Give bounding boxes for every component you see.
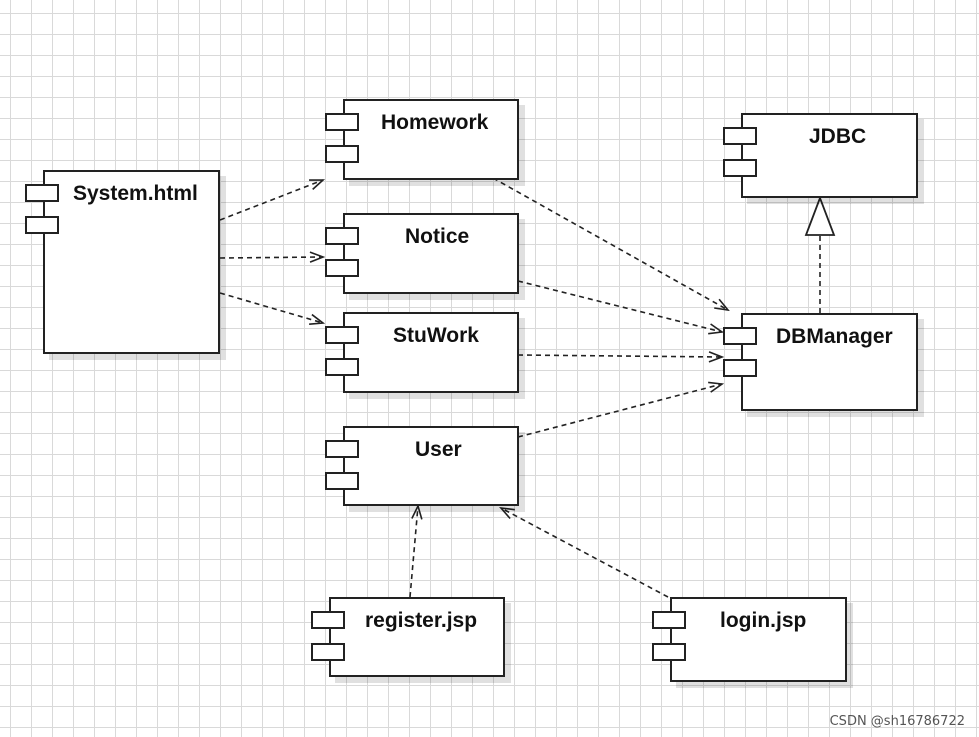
dep-login-user xyxy=(501,508,669,598)
component-stuwork[interactable]: StuWork xyxy=(325,312,519,393)
component-tab-bottom xyxy=(652,643,686,661)
component-tab-top xyxy=(325,326,359,344)
dep-user-dbmanager xyxy=(517,384,722,438)
watermark-text: CSDN @sh16786722 xyxy=(829,714,965,729)
component-tab-bottom xyxy=(325,358,359,376)
component-tab-bottom xyxy=(325,145,359,163)
component-tab-top xyxy=(325,227,359,245)
component-label: Homework xyxy=(381,111,489,134)
component-notice[interactable]: Notice xyxy=(325,213,519,294)
component-tab-top xyxy=(723,127,757,145)
component-tab-bottom xyxy=(311,643,345,661)
component-label: StuWork xyxy=(393,324,479,347)
component-label: DBManager xyxy=(776,325,893,348)
component-tab-top xyxy=(325,113,359,131)
component-tab-top xyxy=(25,184,59,202)
component-dbmanager[interactable]: DBManager xyxy=(723,313,918,411)
dep-homework-dbmanager xyxy=(492,177,728,310)
component-label: User xyxy=(415,438,462,461)
component-tab-top xyxy=(652,611,686,629)
component-label: System.html xyxy=(73,182,198,205)
component-label: Notice xyxy=(405,225,470,248)
component-jdbc[interactable]: JDBC xyxy=(723,113,918,198)
dep-system-notice xyxy=(219,257,323,258)
realization-arrowhead xyxy=(804,195,836,236)
component-tab-bottom xyxy=(325,259,359,277)
component-login-jsp[interactable]: login.jsp xyxy=(652,597,847,682)
component-tab-bottom xyxy=(723,359,757,377)
component-user[interactable]: User xyxy=(325,426,519,506)
component-register-jsp[interactable]: register.jsp xyxy=(311,597,505,677)
component-tab-top xyxy=(723,327,757,345)
component-tab-top xyxy=(325,440,359,458)
dep-stuwork-dbmanager xyxy=(517,355,722,357)
component-label: JDBC xyxy=(809,125,867,148)
dep-notice-dbmanager xyxy=(517,280,722,332)
component-tab-bottom xyxy=(723,159,757,177)
component-label: register.jsp xyxy=(365,609,478,632)
dep-register-user xyxy=(409,506,418,598)
dep-system-stuwork xyxy=(219,292,323,323)
component-tab-bottom xyxy=(325,472,359,490)
component-label: login.jsp xyxy=(720,609,807,632)
dep-system-homework xyxy=(219,180,323,221)
component-tab-top xyxy=(311,611,345,629)
component-tab-bottom xyxy=(25,216,59,234)
component-homework[interactable]: Homework xyxy=(325,99,519,180)
component-system-html[interactable]: System.html xyxy=(25,170,220,354)
